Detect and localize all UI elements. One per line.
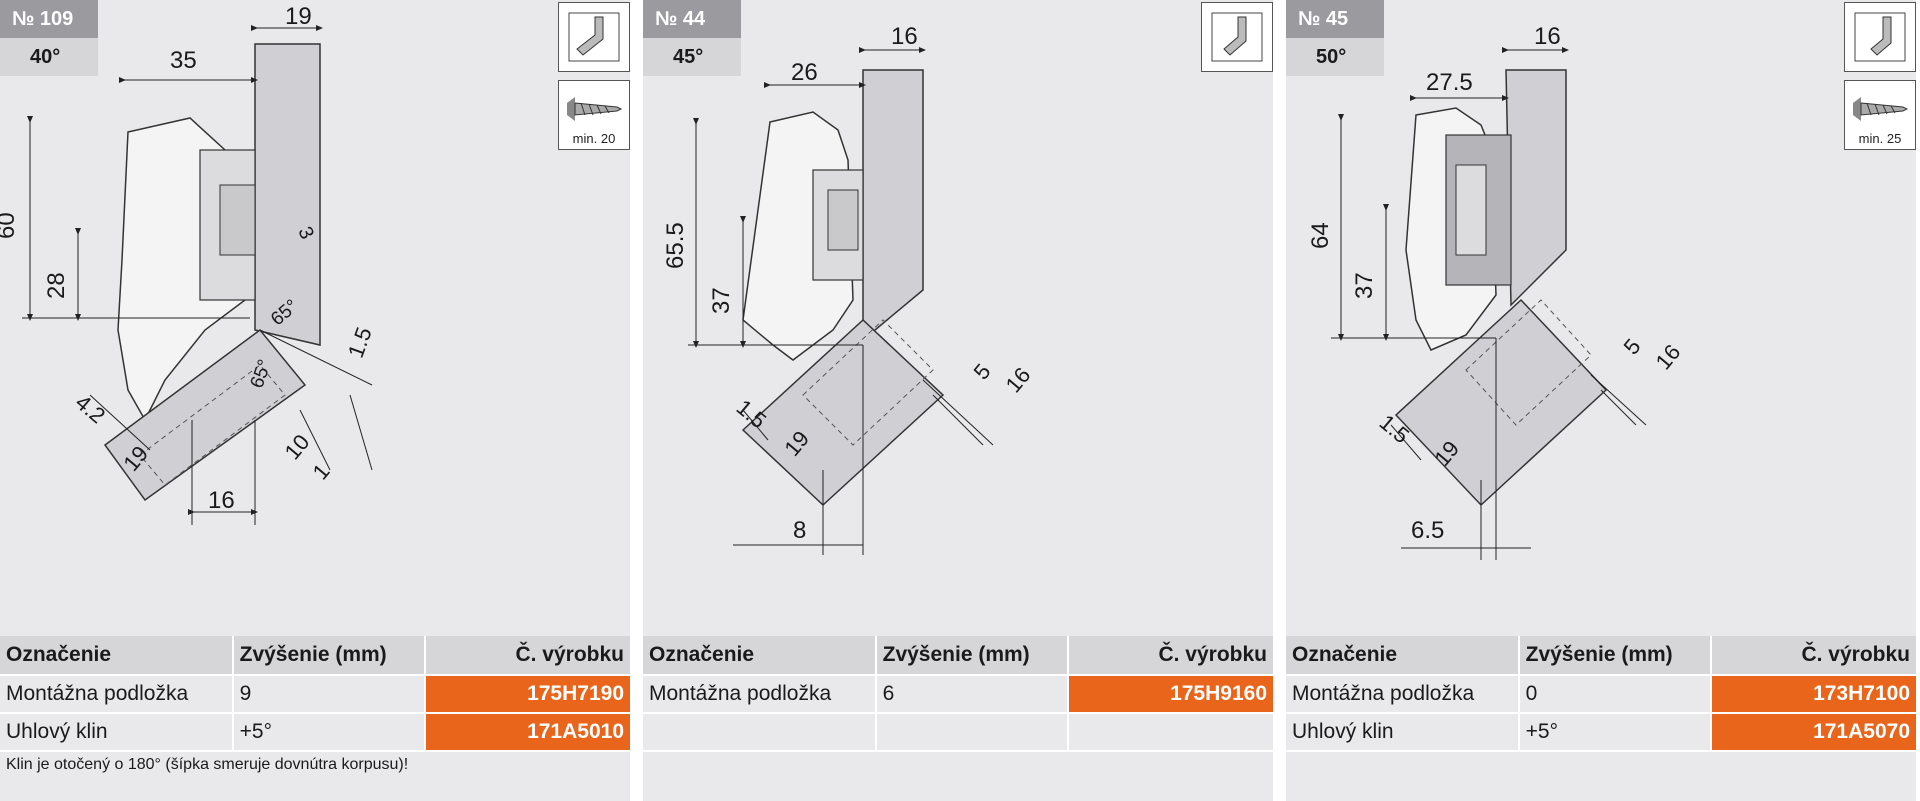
panel-no-109: 19 35 60 28 3 65° 65° 1.5 4.2 19 10 1 16… [0, 0, 630, 801]
dim-37: 37 [708, 287, 735, 314]
col-product-no: Č. výrobku [1711, 636, 1916, 676]
panel-no-44: 16 26 65.5 37 5 16 1.5 19 8 № 44 45° Ozn… [643, 0, 1273, 801]
dim-35: 35 [170, 47, 197, 74]
dim-16-top: 16 [1534, 23, 1561, 50]
model-badge: № 45 50° [1286, 0, 1384, 76]
cell-designation: Montážna podložka [1286, 676, 1520, 714]
dim-16-side: 16 [1001, 363, 1036, 398]
table-row: Uhlový klin +5° 171A5070 [1286, 714, 1916, 752]
dim-64: 64 [1307, 222, 1334, 249]
dim-27-5: 27.5 [1426, 69, 1473, 96]
cell-elevation: 0 [1519, 676, 1712, 714]
dim-1: 1 [308, 459, 335, 484]
screw-icon: min. 20 [558, 80, 630, 150]
model-number: № 45 [1286, 0, 1384, 38]
dim-5: 5 [1619, 334, 1646, 359]
col-elevation: Zvýšenie (mm) [233, 636, 426, 676]
dim-1-5: 1.5 [343, 324, 377, 361]
col-elevation: Zvýšenie (mm) [1519, 636, 1712, 676]
hinge-drawing-109: 19 35 60 28 3 65° 65° 1.5 4.2 19 10 1 16 [0, 3, 377, 525]
cell-empty [643, 714, 877, 752]
spec-table-109: Označenie Zvýšenie (mm) Č. výrobku Montá… [0, 636, 630, 752]
col-product-no: Č. výrobku [425, 636, 630, 676]
dim-19-top: 19 [285, 3, 312, 30]
table-row-empty [643, 714, 1273, 752]
dim-28: 28 [43, 272, 70, 299]
col-designation: Označenie [643, 636, 877, 676]
cell-designation: Uhlový klin [0, 714, 234, 752]
cell-elevation: +5° [233, 714, 426, 752]
cell-elevation: +5° [1519, 714, 1712, 752]
col-designation: Označenie [0, 636, 234, 676]
table-row: Uhlový klin +5° 171A5010 [0, 714, 630, 752]
table-row: Montážna podložka 6 175H9160 [643, 676, 1273, 714]
dim-16-side: 16 [1651, 340, 1686, 375]
dim-6-5: 6.5 [1411, 517, 1444, 544]
dim-4-2: 4.2 [71, 390, 111, 429]
hinge-mount-icon [1844, 2, 1916, 72]
col-product-no: Č. výrobku [1068, 636, 1273, 676]
dim-16-top: 16 [891, 23, 918, 50]
wedge-note: Klin je otočený o 180° (šípka smeruje do… [6, 756, 409, 773]
cell-designation: Montážna podložka [643, 676, 877, 714]
hinge-mount-icon [558, 2, 630, 72]
model-angle: 40° [0, 38, 98, 76]
model-number: № 44 [643, 0, 741, 38]
dim-16: 16 [208, 487, 235, 514]
dim-10: 10 [280, 430, 315, 465]
dim-26: 26 [791, 59, 818, 86]
screw-min-label: min. 20 [572, 131, 616, 146]
cell-elevation: 9 [233, 676, 426, 714]
panel-no-45: 16 27.5 64 37 5 16 1.5 19 6.5 № 45 50° [1286, 0, 1916, 801]
spec-table-44: Označenie Zvýšenie (mm) Č. výrobku Montá… [643, 636, 1273, 752]
cell-empty [1068, 714, 1273, 752]
screw-min-label: min. 25 [1858, 131, 1902, 146]
col-designation: Označenie [1286, 636, 1520, 676]
cell-designation: Uhlový klin [1286, 714, 1520, 752]
model-angle: 50° [1286, 38, 1384, 76]
model-badge: № 109 40° [0, 0, 98, 76]
spec-table-45: Označenie Zvýšenie (mm) Č. výrobku Montá… [1286, 636, 1916, 752]
cell-product-no: 175H7190 [425, 676, 630, 714]
dim-5: 5 [969, 359, 996, 384]
table-row: Montážna podložka 0 173H7100 [1286, 676, 1916, 714]
cell-product-no: 175H9160 [1068, 676, 1273, 714]
hinge-drawing-45: 16 27.5 64 37 5 16 1.5 19 6.5 [1307, 23, 1686, 560]
dim-65-5: 65.5 [662, 222, 689, 269]
dim-8: 8 [793, 517, 806, 544]
cell-empty [876, 714, 1069, 752]
table-row: Montážna podložka 9 175H7190 [0, 676, 630, 714]
model-number: № 109 [0, 0, 98, 38]
model-badge: № 44 45° [643, 0, 741, 76]
hinge-mount-icon [1201, 2, 1273, 72]
cell-product-no: 173H7100 [1711, 676, 1916, 714]
model-angle: 45° [643, 38, 741, 76]
cell-elevation: 6 [876, 676, 1069, 714]
cell-product-no: 171A5010 [425, 714, 630, 752]
cell-product-no: 171A5070 [1711, 714, 1916, 752]
dim-37: 37 [1351, 272, 1378, 299]
cell-designation: Montážna podložka [0, 676, 234, 714]
screw-icon: min. 25 [1844, 80, 1916, 150]
col-elevation: Zvýšenie (mm) [876, 636, 1069, 676]
hinge-drawing-44: 16 26 65.5 37 5 16 1.5 19 8 [662, 23, 1036, 555]
dim-60: 60 [0, 212, 20, 239]
